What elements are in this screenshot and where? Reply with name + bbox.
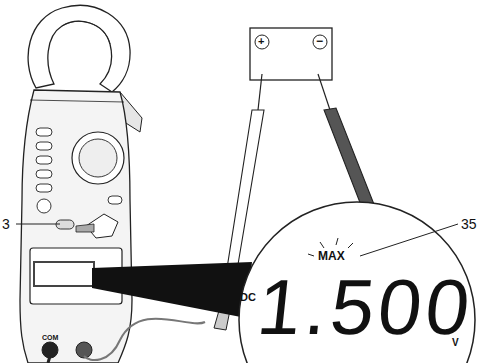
leader-line xyxy=(360,224,458,256)
v-jack xyxy=(76,342,92,358)
jaw-edge xyxy=(62,21,110,44)
terminal-symbol: − xyxy=(316,35,323,47)
plus-terminal xyxy=(255,35,269,49)
probe-tip xyxy=(318,74,330,110)
magnifier-wedge xyxy=(92,262,252,318)
callout-number: 35 xyxy=(461,217,477,231)
body-seam xyxy=(30,100,124,102)
blink-mark xyxy=(320,242,324,248)
red-lead xyxy=(84,319,205,360)
display-digits xyxy=(34,262,94,286)
button xyxy=(36,156,52,164)
button xyxy=(37,199,51,213)
rotary-dial xyxy=(72,132,124,184)
button xyxy=(36,142,52,150)
leader-line xyxy=(16,224,60,225)
probe-tip xyxy=(258,74,262,110)
meter-body xyxy=(20,90,132,363)
jack-label: COM xyxy=(42,334,58,341)
button xyxy=(36,184,52,192)
blink-mark xyxy=(308,254,314,256)
display-reading: 1.500 xyxy=(254,268,477,346)
display-annunciator: DC xyxy=(240,292,256,303)
button xyxy=(36,128,52,136)
battery xyxy=(250,28,332,80)
button xyxy=(36,170,52,178)
com-jack xyxy=(42,342,58,358)
display-annunciator: MAX xyxy=(318,250,345,262)
blink-mark xyxy=(336,238,338,245)
blink-mark xyxy=(348,243,353,248)
black-lead xyxy=(48,356,50,363)
unit-symbol: V xyxy=(452,338,459,348)
button xyxy=(108,196,122,204)
press-arrow xyxy=(76,224,94,232)
terminal-symbol: + xyxy=(258,36,264,47)
dial-knob xyxy=(79,139,117,177)
clamp-jaw xyxy=(28,5,130,92)
minus-terminal xyxy=(313,35,327,49)
callout-number: 3 xyxy=(2,217,10,231)
